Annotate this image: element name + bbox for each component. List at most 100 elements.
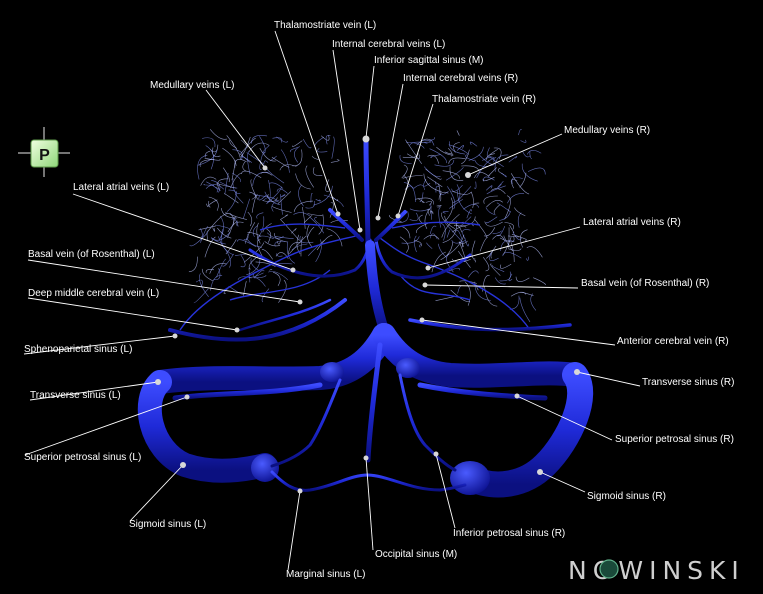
medullary-fiber-left	[300, 236, 304, 257]
medullary-fiber-right-lower	[479, 236, 488, 252]
medullary-fiber-left	[189, 232, 209, 247]
medullary-fiber-left	[299, 235, 314, 244]
medullary-fiber-left	[305, 200, 316, 209]
medullary-fiber-right	[442, 211, 449, 214]
medullary-fiber-left	[259, 136, 266, 155]
left-small-vein-1	[179, 234, 361, 331]
medullary-fiber-right	[492, 230, 502, 234]
label-sigmoid-r: Sigmoid sinus (R)	[587, 491, 666, 502]
medullary-fiber-right	[462, 229, 471, 240]
leader-sigmoid-l	[129, 464, 184, 522]
medullary-fiber-right	[461, 149, 470, 164]
medullary-fiber-right-lower	[502, 252, 522, 259]
leader-medullary-l	[205, 89, 266, 169]
medullary-fiber-left	[231, 172, 241, 183]
medullary-fiber-right	[438, 243, 447, 258]
small-veins	[179, 221, 531, 331]
medullary-fiber-left	[211, 180, 221, 193]
medullary-fiber-right	[430, 154, 441, 158]
medullary-fiber-left	[291, 243, 308, 251]
medullary-fiber-left-lower	[248, 276, 266, 287]
logo-brain-icon	[599, 559, 619, 579]
medullary-fiber-right	[438, 206, 441, 228]
label-transverse-l: Transverse sinus (L)	[30, 390, 121, 401]
pin-thalamostriate-l	[335, 211, 341, 217]
medullary-fiber-right	[447, 147, 453, 157]
pin-thalamostriate-r	[395, 213, 401, 219]
medullary-fiber-right-lower	[533, 277, 547, 285]
medullary-fiber-left	[215, 186, 221, 191]
medullary-fiber-right-lower	[458, 250, 471, 268]
medullary-fiber-left	[197, 149, 218, 166]
label-lateral-atrial-r: Lateral atrial veins (R)	[583, 217, 681, 228]
medullary-fiber-right	[520, 229, 528, 248]
medullary-fiber-left	[204, 157, 221, 161]
leader-inferior-sagittal	[365, 65, 375, 139]
medullary-fiber-right	[511, 177, 523, 185]
medullary-fiber-right	[485, 148, 498, 161]
medullary-fiber-left	[302, 206, 306, 229]
medullary-fiber-left	[286, 241, 296, 264]
medullary-fiber-right-lower	[465, 281, 471, 306]
medullary-fiber-left-lower	[261, 249, 273, 260]
medullary-fiber-right	[395, 211, 409, 224]
venous-system	[137, 137, 594, 498]
medullary-fiber-right	[484, 227, 496, 237]
medullary-fiber-left-lower	[201, 268, 214, 282]
medullary-fiber-left	[293, 200, 314, 212]
medullary-fiber-left-lower	[253, 275, 267, 279]
medullary-fiber-right	[463, 203, 480, 210]
medullary-fiber-left	[248, 142, 270, 152]
medullary-fiber-left-lower	[209, 263, 227, 274]
medullary-fiber-right	[423, 173, 443, 193]
medullary-fiber-right	[423, 234, 440, 240]
medullary-fiber-left	[295, 173, 311, 190]
medullary-fiber-right	[527, 167, 546, 175]
medullary-fiber-right	[526, 150, 542, 155]
medullary-fiber-right	[453, 142, 460, 153]
medullary-fiber-right-lower	[510, 242, 515, 263]
medullary-fiber-right	[448, 144, 469, 155]
medullary-fiber-right-lower	[508, 273, 513, 282]
transverse-sinus-left-vessel	[148, 323, 396, 394]
medullary-fiber-left	[247, 232, 261, 237]
leader-superior-petrosal-l	[24, 396, 188, 456]
leader-sphenoparietal-l	[23, 335, 176, 355]
medullary-fiber-left	[277, 191, 291, 205]
medullary-fiber-left	[316, 235, 333, 251]
medullary-fiber-right	[493, 147, 502, 160]
medullary-fiber-right	[483, 176, 495, 182]
medullary-fiber-right	[485, 207, 496, 216]
medullary-fiber-left	[208, 196, 219, 211]
medullary-fiber-left	[206, 230, 209, 241]
left-small-vein-3	[259, 223, 346, 231]
sphenoparietal-sinus-vessel	[168, 298, 347, 342]
medullary-fiber-left	[258, 194, 267, 201]
superior-petrosal-right-vessel	[417, 382, 548, 401]
medullary-fiber-left	[305, 165, 314, 188]
leader-internal-cerebral-l	[332, 49, 361, 231]
medullary-fiber-left-lower	[217, 227, 232, 239]
medullary-fiber-right	[399, 154, 412, 164]
labels: Thalamostriate vein (L) Internal cerebra…	[24, 20, 734, 580]
label-superior-petrosal-l: Superior petrosal sinus (L)	[24, 452, 141, 463]
medullary-fiber-right	[426, 242, 433, 249]
medullary-fiber-left	[224, 193, 239, 204]
label-marginal-l: Marginal sinus (L)	[286, 569, 365, 580]
medullary-fiber-right	[399, 236, 409, 253]
medullary-fiber-right	[429, 139, 435, 146]
medullary-fiber-left-lower	[269, 269, 273, 271]
medullary-fiber-left-lower	[268, 271, 289, 281]
medullary-fiber-right	[414, 240, 422, 247]
medullary-fiber-right	[402, 152, 419, 158]
medullary-fiber-right	[518, 129, 522, 136]
medullary-fiber-right	[517, 212, 522, 228]
medullary-fiber-left	[221, 208, 238, 219]
medullary-fiber-right	[425, 201, 433, 206]
leader-basal-r	[424, 284, 579, 289]
medullary-fiber-right	[416, 138, 432, 146]
pin-occipital-m	[363, 455, 369, 461]
pin-marginal-l	[297, 488, 303, 494]
medullary-fiber-right-lower	[482, 257, 490, 272]
